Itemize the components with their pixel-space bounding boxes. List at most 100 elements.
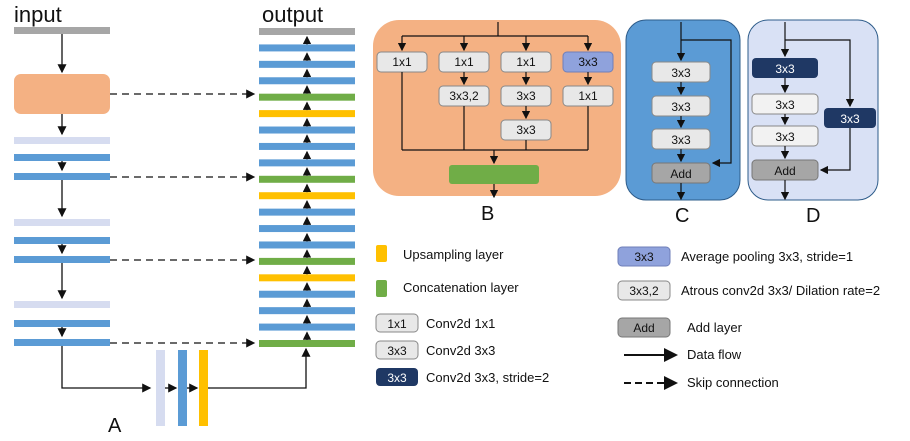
panel-d: 3x3 3x3 3x3 3x3 Add D: [747, 19, 879, 227]
stem-block: [14, 74, 110, 114]
conv1x1-swatch: [375, 313, 419, 333]
output-title: output: [262, 2, 323, 27]
concatenation-swatch: [376, 280, 387, 297]
upsampling-layer: [259, 274, 355, 282]
avgpool-swatch: [617, 246, 671, 267]
decoder-blue-layer: [259, 142, 355, 150]
bottleneck-blue-layer: [178, 350, 187, 426]
panel-a-letter: A: [108, 415, 122, 437]
avgpool-box: 3x3: [562, 51, 614, 73]
avgpool-label: Average pooling 3x3, stride=1: [681, 249, 853, 264]
panel-c: 3x3 3x3 3x3 Add C: [625, 19, 741, 227]
panel-b-block: [373, 20, 621, 196]
conv1x1-swatch-text: 1x1: [387, 317, 407, 331]
upsampling-layer: [259, 192, 355, 200]
panel-d-letter: D: [806, 205, 820, 227]
legend-right: 3x3 Average pooling 3x3, stride=1 3x3,2 …: [617, 246, 880, 390]
upsampling-swatch: [376, 245, 387, 262]
conv1x1-box: 1x1: [438, 51, 490, 73]
encoder-blue-layer: [14, 154, 110, 161]
concatenation-layer: [259, 93, 355, 101]
svg-text:1x1: 1x1: [392, 55, 412, 69]
conv3x3-stride2-swatch-text: 3x3: [387, 371, 407, 385]
conv1x1-label: Conv2d 1x1: [426, 316, 495, 331]
legend-left: Upsampling layer Concatenation layer 1x1…: [375, 245, 549, 386]
input-title: input: [14, 2, 62, 27]
add-swatch: [617, 317, 671, 338]
concatenation-layer: [259, 175, 355, 183]
conv1x1-box: 1x1: [376, 51, 428, 73]
svg-text:1x1: 1x1: [578, 89, 598, 103]
decoder-blue-layer: [259, 44, 355, 52]
bottleneck-upsampling-layer: [199, 350, 208, 426]
concatenation-layer: [449, 165, 539, 184]
svg-text:3x3: 3x3: [516, 89, 536, 103]
atrous-conv-box: 3x3,2: [438, 85, 490, 107]
svg-text:3x3: 3x3: [671, 66, 691, 80]
upsampling-label: Upsampling layer: [403, 247, 504, 262]
skip-label: Skip connection: [687, 375, 779, 390]
add-swatch-text: Add: [633, 321, 654, 335]
conv3x3-box: 3x3: [500, 85, 552, 107]
svg-text:1x1: 1x1: [454, 55, 474, 69]
conv3x3-stride2-box: 3x3: [824, 108, 876, 128]
atrous-swatch: [617, 280, 671, 301]
svg-text:3x3: 3x3: [671, 100, 691, 114]
decoder-blue-layer: [259, 307, 355, 315]
decoder-blue-layer: [259, 126, 355, 134]
conv3x3-box: 3x3: [651, 128, 711, 150]
decoder-blue-layer: [259, 225, 355, 233]
encoder-blue-layer: [14, 237, 110, 244]
encoder-blue-layer: [14, 320, 110, 327]
conv1x1-box: 1x1: [562, 85, 614, 107]
concatenation-label: Concatenation layer: [403, 280, 519, 295]
decoder-blue-layer: [259, 241, 355, 249]
add-box: Add: [751, 159, 819, 181]
conv3x3-box: 3x3: [651, 61, 711, 83]
conv1x1-box: 1x1: [500, 51, 552, 73]
panel-c-letter: C: [675, 205, 689, 227]
avgpool-swatch-text: 3x3: [634, 250, 654, 264]
decoder-blue-layer: [259, 159, 355, 167]
add-label: Add layer: [687, 320, 743, 335]
conv3x3-box: 3x3: [651, 95, 711, 117]
conv3x3-swatch-text: 3x3: [387, 344, 407, 358]
svg-text:3x3: 3x3: [578, 55, 598, 69]
conv3x3-stride2-box: 3x3: [752, 58, 818, 78]
add-box: Add: [651, 162, 711, 184]
conv3x3-box: 3x3: [751, 125, 819, 147]
decoder-blue-layer: [259, 323, 355, 331]
panel-b: 1x1 1x1 1x1 3x3 3x3,2 3x3 1x1: [373, 20, 621, 225]
conv3x3-box: 3x3: [500, 119, 552, 141]
conv3x3-swatch: [375, 340, 419, 360]
input-layer: [14, 27, 110, 34]
svg-text:Add: Add: [670, 167, 691, 181]
concatenation-layer: [259, 340, 355, 347]
svg-text:3x3,2: 3x3,2: [449, 89, 479, 103]
decoder-blue-layer: [259, 77, 355, 85]
atrous-swatch-text: 3x3,2: [629, 284, 659, 298]
svg-text:3x3: 3x3: [671, 133, 691, 147]
decoder-blue-layer: [259, 208, 355, 216]
panel-b-letter: B: [481, 203, 494, 225]
decoder-blue-layer: [259, 290, 355, 298]
panel-a: input output A: [14, 2, 355, 437]
encoder-blue-layer: [14, 339, 110, 346]
encoder-light-layer: [14, 219, 110, 226]
encoder-light-layer: [14, 301, 110, 308]
encoder-light-layer: [14, 137, 110, 144]
svg-text:3x3: 3x3: [775, 98, 795, 112]
decoder-blue-layer: [259, 60, 355, 68]
conv3x3-stride2-label: Conv2d 3x3, stride=2: [426, 370, 549, 385]
output-layer: [259, 28, 355, 35]
atrous-label: Atrous conv2d 3x3/ Dilation rate=2: [681, 283, 880, 298]
conv3x3-stride2-swatch: [376, 368, 418, 386]
conv3x3-label: Conv2d 3x3: [426, 343, 495, 358]
svg-text:3x3: 3x3: [516, 123, 536, 137]
bottleneck-light-layer: [156, 350, 165, 426]
svg-text:3x3: 3x3: [775, 62, 795, 76]
svg-text:3x3: 3x3: [840, 112, 860, 126]
svg-text:3x3: 3x3: [775, 130, 795, 144]
dataflow-label: Data flow: [687, 347, 742, 362]
